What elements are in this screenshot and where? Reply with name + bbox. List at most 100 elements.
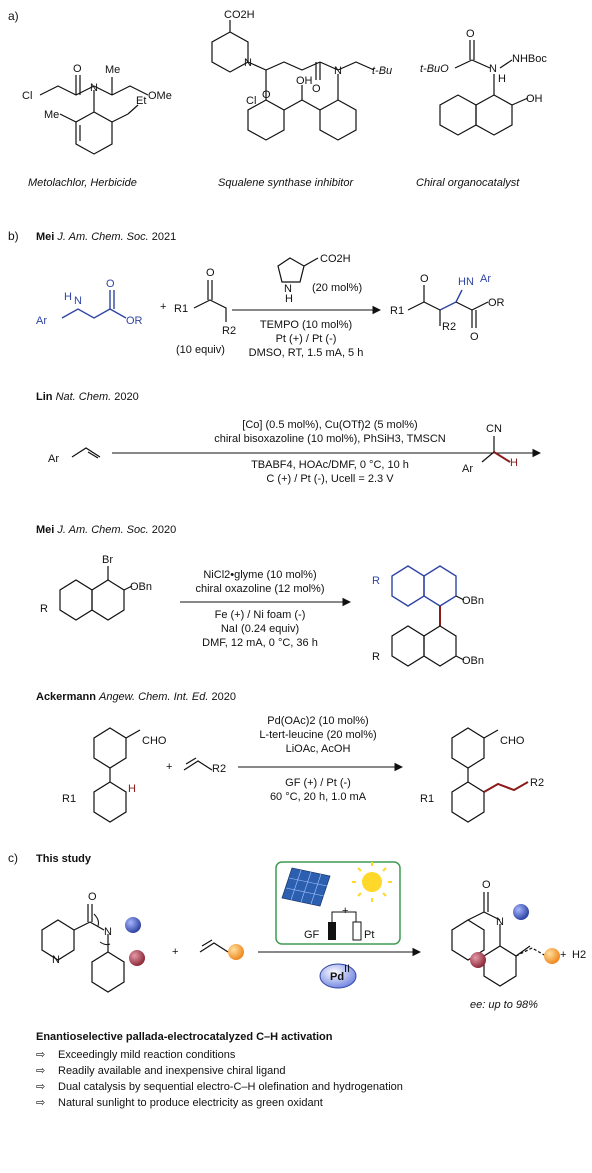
bullet-list: ⇨ Exceedingly mild reaction conditions ⇨… <box>36 1049 403 1109</box>
bullet-item: Exceedingly mild reaction conditions <box>58 1049 236 1061</box>
reaction-4-substrate-biaryl: CHO R1 H <box>62 727 167 823</box>
electrode-label: Pt <box>364 929 374 941</box>
atom: O <box>106 278 115 290</box>
atom: Ar <box>48 453 59 465</box>
ee-value: ee: up to 98% <box>470 999 538 1011</box>
atom: N <box>284 283 292 295</box>
section-c-title: This study <box>36 853 92 865</box>
condition-line: TEMPO (10 mol%) <box>260 319 352 331</box>
substrate-equiv-note: (10 equiv) <box>176 344 225 356</box>
atom: OH <box>526 93 543 105</box>
condition-line: chiral bisoxazoline (10 mol%), PhSiH3, T… <box>214 433 446 445</box>
red-sphere <box>129 950 145 966</box>
svg-text:+: + <box>342 905 348 917</box>
svg-text:II: II <box>344 963 350 975</box>
atom: N <box>244 57 252 69</box>
condition-line: C (+) / Pt (-), Ucell = 2.3 V <box>266 473 394 485</box>
atom: R1 <box>62 793 76 805</box>
atom: CHO <box>142 735 167 747</box>
atom: Me <box>44 109 59 121</box>
structure-squalene-inhibitor: CO2H N O O N t-Bu Cl OH <box>211 9 392 141</box>
atom: CN <box>486 423 502 435</box>
ref-mei-2021: Mei J. Am. Chem. Soc. 2021 <box>36 231 176 243</box>
bullet-item: Natural sunlight to produce electricity … <box>58 1097 323 1109</box>
condition-line: GF (+) / Pt (-) <box>285 777 351 789</box>
reaction-1-catalyst: CO2H N H (20 mol%) <box>277 253 362 305</box>
atom: OH <box>296 75 313 87</box>
atom: O <box>420 273 429 285</box>
reaction-4-substrate-alkene: R2 <box>183 757 226 775</box>
atom: OBn <box>130 581 152 593</box>
atom: OBn <box>462 595 484 607</box>
atom: R1 <box>174 303 188 315</box>
orange-sphere <box>544 948 560 964</box>
atom: OMe <box>148 90 172 102</box>
atom: N <box>52 954 60 966</box>
reaction-1-substrate-amine: Ar N H O OR <box>36 278 143 327</box>
reaction-4-product: CHO R1 R2 <box>420 727 544 823</box>
atom: Ar <box>480 273 491 285</box>
atom: O <box>206 267 215 279</box>
atom: H <box>128 783 136 795</box>
condition-line: chiral oxazoline (12 mol%) <box>196 583 325 595</box>
solar-panel-icon <box>281 867 331 907</box>
atom: NHBoc <box>512 53 547 65</box>
ref-lin-2020: Lin Nat. Chem. 2020 <box>36 391 139 403</box>
atom: Ar <box>36 315 47 327</box>
bullet-item: Readily available and inexpensive chiral… <box>58 1065 285 1077</box>
atom: R <box>372 575 380 587</box>
this-study-product: O N <box>451 879 547 987</box>
atom: N <box>496 916 504 928</box>
plus-sign: + <box>560 949 566 961</box>
atom: CO2H <box>224 9 255 21</box>
ref-ackermann-2020: Ackermann Angew. Chem. Int. Ed. 2020 <box>36 691 236 703</box>
atom: H <box>285 293 293 305</box>
bullet-arrow-icon: ⇨ <box>36 1081 45 1093</box>
atom: H <box>510 457 518 469</box>
plus-sign: + <box>160 301 166 313</box>
pd-catalyst-badge: Pd II <box>319 963 357 989</box>
atom: Ar <box>462 463 473 475</box>
condition-line: DMSO, RT, 1.5 mA, 5 h <box>249 347 364 359</box>
condition-line: LiOAc, AcOH <box>286 743 351 755</box>
atom: OBn <box>462 655 484 667</box>
atom: Me <box>105 64 120 76</box>
caption-organocatalyst: Chiral organocatalyst <box>416 177 520 189</box>
atom: CHO <box>500 735 525 747</box>
condition-line: TBABF4, HOAc/DMF, 0 °C, 10 h <box>251 459 409 471</box>
atom: O <box>73 63 82 75</box>
electrode-cell-icon: + <box>328 905 362 941</box>
atom: O <box>312 83 321 95</box>
condition-line: Fe (+) / Ni foam (-) <box>215 609 306 621</box>
condition-line: [Co] (0.5 mol%), Cu(OTf)2 (5 mol%) <box>242 419 417 431</box>
condition-line: NaI (0.24 equiv) <box>221 623 299 635</box>
atom: H <box>498 73 506 85</box>
caption-squalene: Squalene synthase inhibitor <box>218 177 354 189</box>
atom: R2 <box>530 777 544 789</box>
atom: R2 <box>212 763 226 775</box>
section-b-label: b) <box>8 229 19 243</box>
atom: O <box>482 879 491 891</box>
red-sphere <box>470 952 486 968</box>
structure-organocatalyst: O t-BuO N NHBoc H OH <box>420 28 547 136</box>
bullet-arrow-icon: ⇨ <box>36 1049 45 1061</box>
section-a-label: a) <box>8 9 19 23</box>
electrode-label: GF <box>304 929 320 941</box>
condition-line: NiCl2•glyme (10 mol%) <box>203 569 316 581</box>
atom: O <box>466 28 475 40</box>
atom: N <box>104 926 112 938</box>
orange-sphere <box>228 944 244 960</box>
reaction-2-substrate-styrene: Ar <box>48 447 101 465</box>
reaction-1-product: O HN Ar R1 R2 OR O <box>390 273 505 343</box>
atom: O <box>262 89 271 101</box>
bullet-item: Dual catalysis by sequential electro-C–H… <box>58 1081 403 1093</box>
catalyst-loading: (20 mol%) <box>312 282 362 294</box>
atom: O <box>470 331 479 343</box>
atom: t-BuO <box>420 63 449 75</box>
plus-sign: + <box>172 946 178 958</box>
atom: R <box>372 651 380 663</box>
atom: Br <box>102 554 113 566</box>
this-study-substrate-alkene <box>199 939 229 953</box>
atom: R2 <box>222 325 236 337</box>
